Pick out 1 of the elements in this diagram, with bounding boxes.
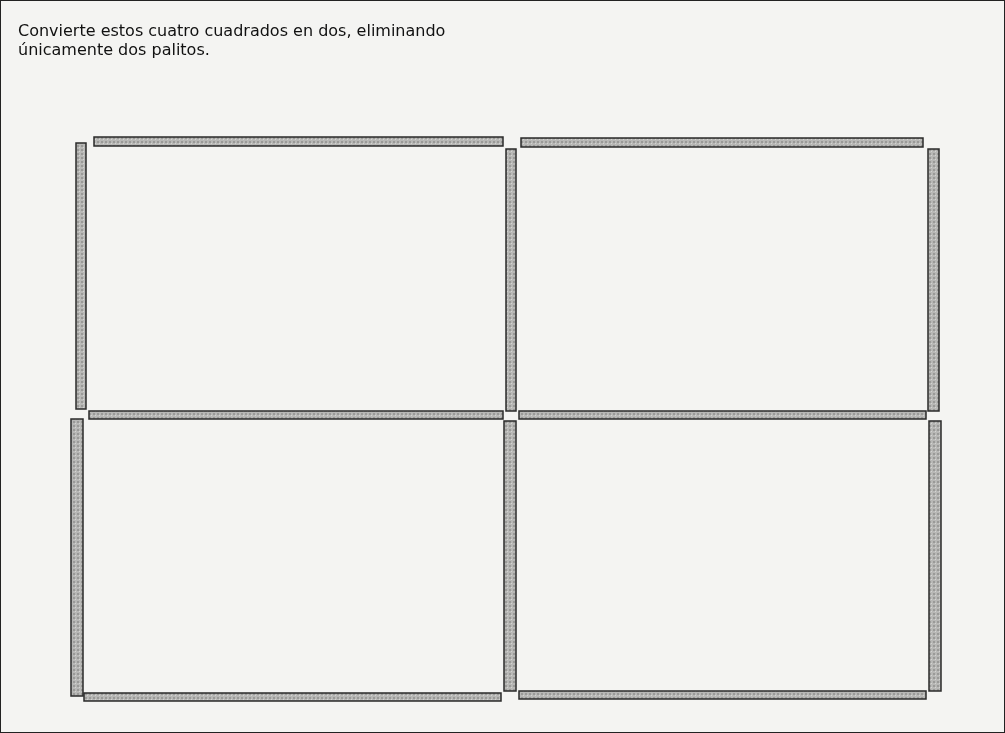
instruction-text: Convierte estos cuatro cuadrados en dos, eliminando únicamente dos palitos.: [18, 21, 447, 59]
